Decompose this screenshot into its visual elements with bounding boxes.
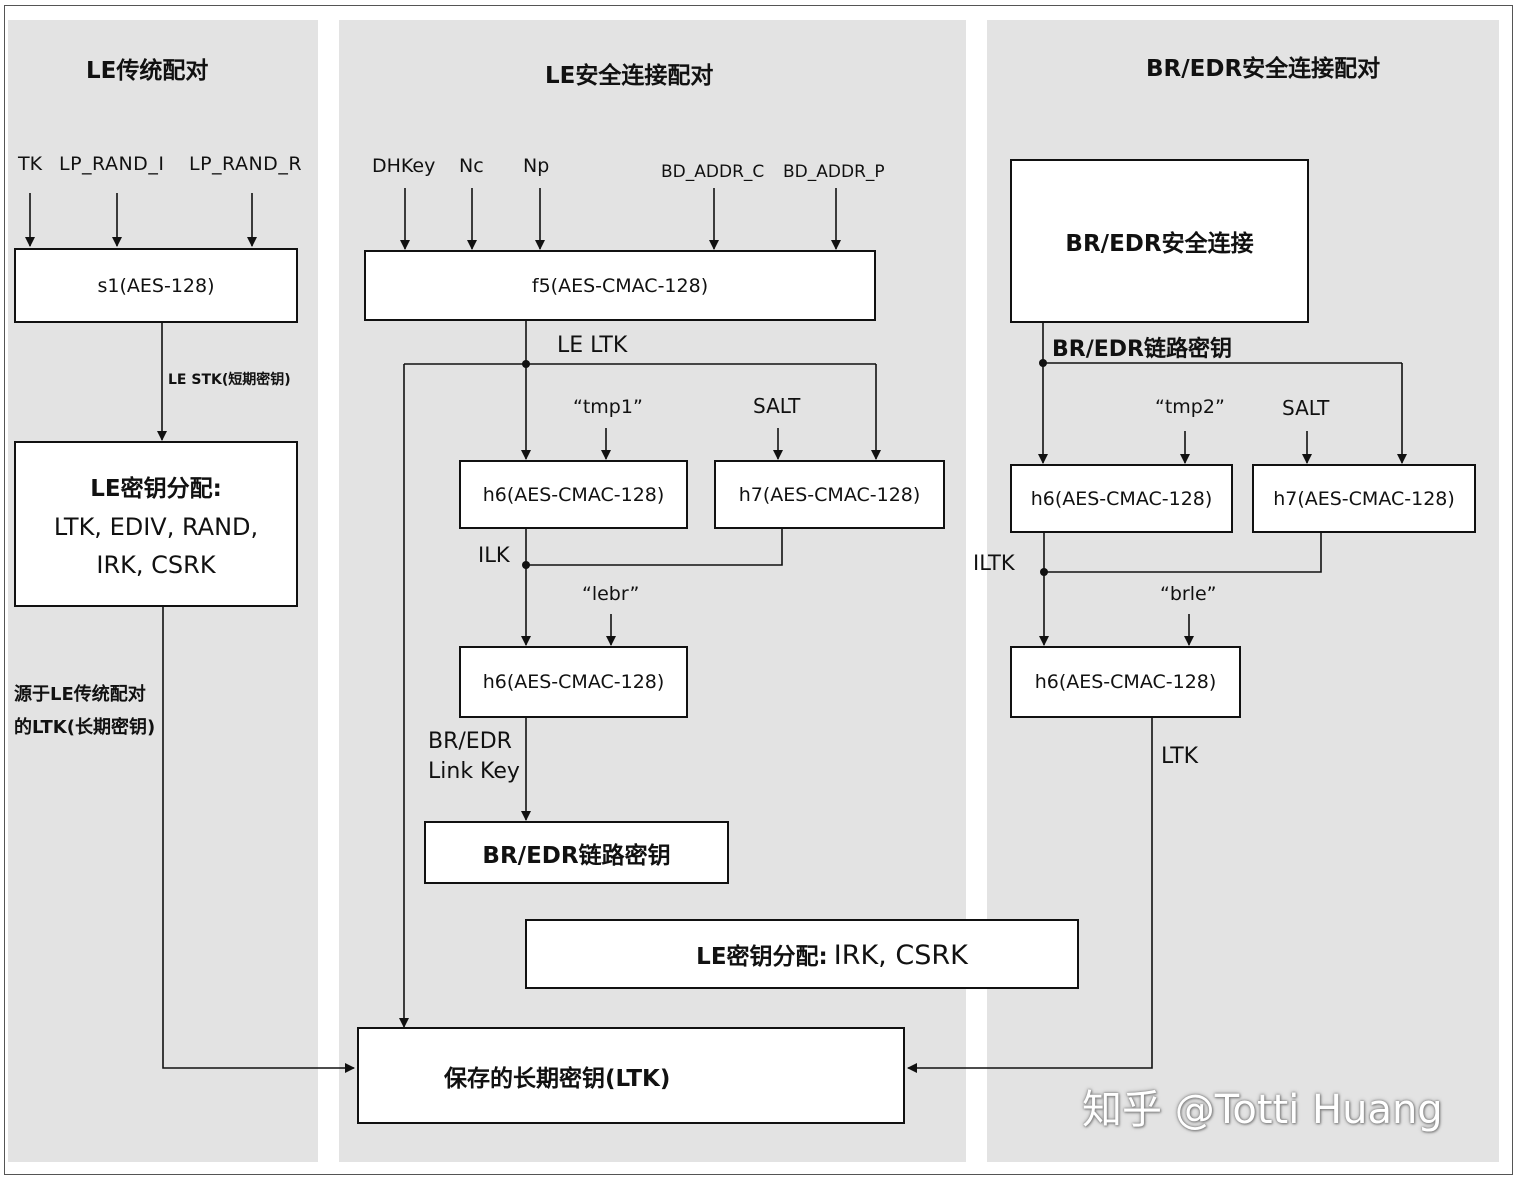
stored-ltk-box: 保存的长期密钥(LTK) bbox=[357, 1027, 905, 1124]
arrow-bredr-ltk bbox=[907, 718, 1153, 1073]
h7-aes-cmac128-label-le: h7(AES-CMAC-128) bbox=[738, 483, 921, 506]
s1-aes128-box: s1(AES-128) bbox=[14, 248, 298, 323]
salt-label-bredr: SALT bbox=[1282, 396, 1330, 420]
le-legacy-key-distribution-box: LE密钥分配: LTK, EDIV, RAND, IRK, CSRK bbox=[14, 441, 298, 607]
h6-aes-cmac128-box-ltk: h6(AES-CMAC-128) bbox=[1010, 646, 1241, 718]
bredr-ltk-label: LTK bbox=[1161, 744, 1199, 769]
le-legacy-key-distribution-keys-line1: LTK, EDIV, RAND, bbox=[53, 513, 259, 541]
le-stk-label: LE STK(短期密钥) bbox=[168, 372, 291, 388]
h6-aes-cmac128-box-ilk: h6(AES-CMAC-128) bbox=[459, 460, 688, 529]
input-lp-rand-r: LP_RAND_R bbox=[189, 153, 303, 175]
f5-aes-cmac128-box: f5(AES-CMAC-128) bbox=[364, 250, 876, 321]
s1-aes128-label: s1(AES-128) bbox=[97, 274, 215, 297]
h7-aes-cmac128-label-bredr: h7(AES-CMAC-128) bbox=[1273, 487, 1455, 510]
input-dhkey: DHKey bbox=[372, 155, 436, 177]
h6-aes-cmac128-label-link-key: h6(AES-CMAC-128) bbox=[482, 671, 665, 693]
watermark-text: 知乎 @Totti Huang bbox=[1082, 1087, 1443, 1133]
junction-ilk bbox=[522, 561, 530, 569]
legacy-ltk-source-line2: 的LTK(长期密钥) bbox=[14, 717, 156, 738]
bredr-secure-connections-label: BR/EDR安全连接 bbox=[1065, 231, 1254, 257]
legacy-ltk-source-line1: 源于LE传统配对 bbox=[14, 684, 146, 705]
column-title-le-secure: LE安全连接配对 bbox=[545, 63, 714, 89]
lebr-label: “lebr” bbox=[582, 583, 640, 605]
input-np: Np bbox=[523, 155, 550, 177]
input-lp-rand-i: LP_RAND_I bbox=[59, 153, 165, 175]
column-title-le-legacy: LE传统配对 bbox=[86, 58, 209, 84]
arrow-legacy-ltk bbox=[162, 606, 355, 1073]
ilk-label: ILK bbox=[478, 543, 510, 567]
tmp2-label: “tmp2” bbox=[1155, 396, 1225, 418]
h7-aes-cmac128-box-le: h7(AES-CMAC-128) bbox=[714, 460, 945, 529]
le-secure-key-distribution-box: LE密钥分配:IRK, CSRK bbox=[525, 919, 1079, 989]
input-bd-addr-c: BD_ADDR_C bbox=[661, 162, 765, 182]
le-legacy-key-distribution-title: LE密钥分配: bbox=[90, 476, 222, 502]
h6-aes-cmac128-label-ilk: h6(AES-CMAC-128) bbox=[482, 483, 665, 506]
le-secure-key-distribution-keys: IRK, CSRK bbox=[833, 940, 968, 971]
junction-bredr-link-key bbox=[1039, 359, 1047, 367]
bredr-link-key-box: BR/EDR链路密钥 bbox=[424, 821, 729, 884]
h7-aes-cmac128-box-bredr: h7(AES-CMAC-128) bbox=[1252, 464, 1476, 533]
diagram-frame bbox=[4, 5, 1513, 1175]
salt-label-le: SALT bbox=[753, 394, 801, 418]
bredr-link-key-label-line1: BR/EDR bbox=[428, 729, 512, 754]
h6-aes-cmac128-box-iltk: h6(AES-CMAC-128) bbox=[1010, 464, 1233, 533]
le-ltk-label: LE LTK bbox=[557, 333, 628, 358]
wire-h7-out bbox=[526, 528, 783, 566]
tmp1-label: “tmp1” bbox=[573, 396, 643, 418]
bredr-link-key-box-label: BR/EDR链路密钥 bbox=[482, 842, 671, 869]
input-nc: Nc bbox=[459, 155, 484, 177]
h6-aes-cmac128-label-iltk: h6(AES-CMAC-128) bbox=[1030, 487, 1213, 510]
bredr-link-key-label-line2: Link Key bbox=[428, 759, 520, 784]
h6-aes-cmac128-label-ltk: h6(AES-CMAC-128) bbox=[1034, 671, 1217, 693]
le-secure-key-distribution-content: LE密钥分配:IRK, CSRK bbox=[696, 937, 968, 971]
column-title-bredr-secure: BR/EDR安全连接配对 bbox=[1146, 56, 1381, 82]
wire-bredr-h7-out bbox=[1044, 532, 1322, 573]
brle-label: “brle” bbox=[1160, 583, 1217, 605]
bredr-link-key-label: BR/EDR链路密钥 bbox=[1052, 337, 1232, 362]
le-legacy-key-distribution-keys-line2: IRK, CSRK bbox=[96, 551, 216, 579]
bredr-secure-connections-box: BR/EDR安全连接 bbox=[1010, 159, 1309, 323]
iltk-label: ILTK bbox=[973, 551, 1015, 575]
h6-aes-cmac128-box-link-key: h6(AES-CMAC-128) bbox=[459, 646, 688, 718]
input-tk: TK bbox=[18, 153, 43, 175]
input-bd-addr-p: BD_ADDR_P bbox=[783, 162, 885, 182]
f5-aes-cmac128-label: f5(AES-CMAC-128) bbox=[531, 274, 709, 297]
junction-iltk bbox=[1040, 568, 1048, 576]
le-secure-key-distribution-title: LE密钥分配: bbox=[696, 944, 828, 970]
junction-le-ltk bbox=[522, 360, 530, 368]
stored-ltk-label: 保存的长期密钥(LTK) bbox=[444, 1065, 671, 1092]
